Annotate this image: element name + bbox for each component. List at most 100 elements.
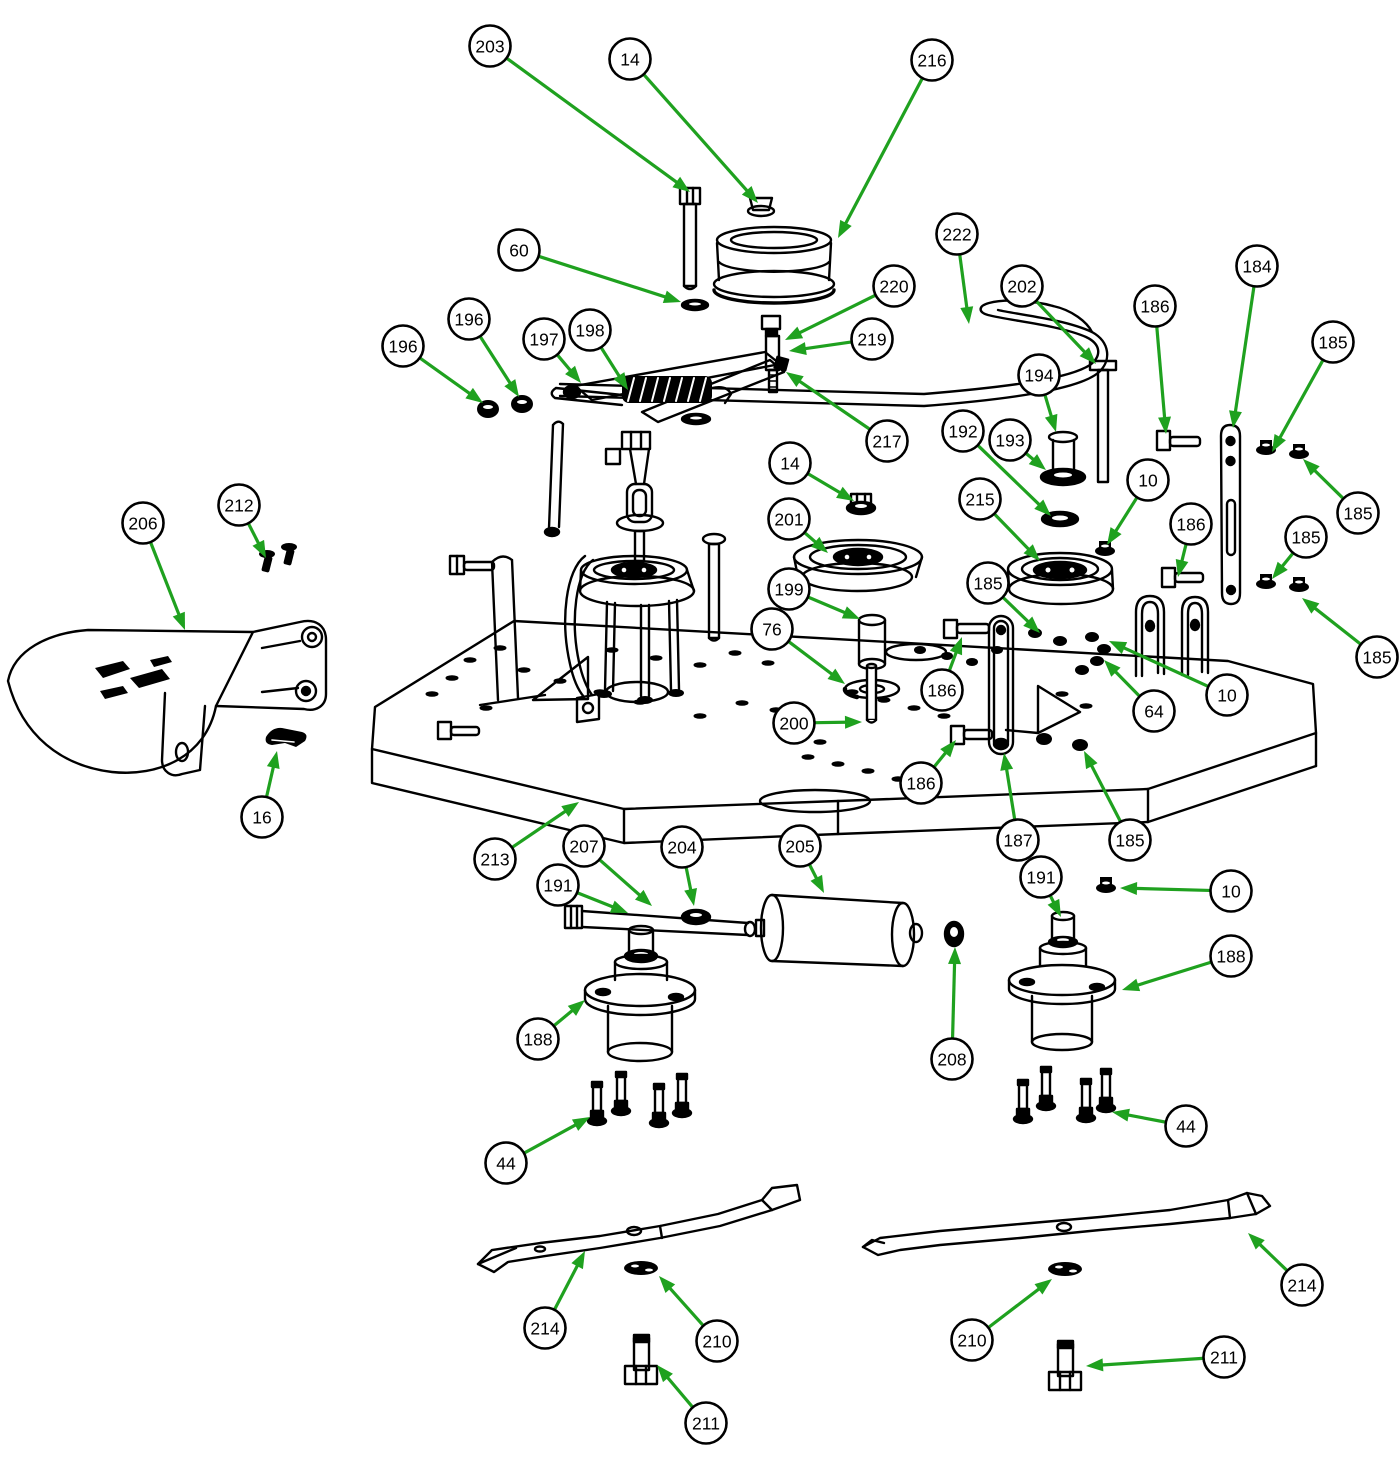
callout-76[interactable]: 76 bbox=[750, 607, 846, 685]
callout-circle[interactable] bbox=[865, 419, 909, 463]
callout-186[interactable]: 186 bbox=[1169, 502, 1213, 578]
callout-210[interactable]: 210 bbox=[950, 1279, 1053, 1362]
callout-222[interactable]: 222 bbox=[935, 212, 979, 325]
callout-206[interactable]: 206 bbox=[121, 501, 186, 631]
callout-14[interactable]: 14 bbox=[768, 441, 855, 502]
callout-circle[interactable] bbox=[1205, 673, 1249, 717]
callout-circle[interactable] bbox=[966, 561, 1010, 605]
callout-circle[interactable] bbox=[767, 567, 811, 611]
callout-circle[interactable] bbox=[988, 418, 1032, 462]
callout-186[interactable]: 186 bbox=[1133, 284, 1177, 435]
callout-10[interactable]: 10 bbox=[1109, 641, 1249, 717]
callout-circle[interactable] bbox=[217, 483, 261, 527]
callout-circle[interactable] bbox=[497, 228, 541, 272]
callout-185[interactable]: 185 bbox=[1303, 459, 1380, 535]
callout-circle[interactable] bbox=[473, 837, 517, 881]
callout-circle[interactable] bbox=[768, 441, 812, 485]
callout-circle[interactable] bbox=[850, 317, 894, 361]
callout-circle[interactable] bbox=[121, 501, 165, 545]
callout-185[interactable]: 185 bbox=[1272, 515, 1328, 580]
callout-circle[interactable] bbox=[767, 497, 811, 541]
callout-211[interactable]: 211 bbox=[1086, 1335, 1246, 1379]
callout-circle[interactable] bbox=[1000, 264, 1044, 308]
callout-210[interactable]: 210 bbox=[659, 1276, 739, 1363]
callout-circle[interactable] bbox=[522, 317, 566, 361]
callout-193[interactable]: 193 bbox=[988, 418, 1047, 471]
callout-198[interactable]: 198 bbox=[568, 308, 629, 391]
callout-203[interactable]: 203 bbox=[468, 24, 691, 193]
callout-circle[interactable] bbox=[1336, 491, 1380, 535]
callout-202[interactable]: 202 bbox=[1000, 264, 1097, 365]
callout-216[interactable]: 216 bbox=[838, 38, 954, 239]
callout-188[interactable]: 188 bbox=[1122, 934, 1253, 992]
callout-185[interactable]: 185 bbox=[1272, 320, 1355, 453]
callout-186[interactable]: 186 bbox=[920, 637, 964, 712]
callout-circle[interactable] bbox=[1235, 244, 1279, 288]
callout-circle[interactable] bbox=[958, 477, 1002, 521]
callout-circle[interactable] bbox=[872, 264, 916, 308]
callout-circle[interactable] bbox=[1355, 635, 1399, 679]
callout-circle[interactable] bbox=[1132, 689, 1176, 733]
callout-60[interactable]: 60 bbox=[497, 228, 682, 303]
callout-64[interactable]: 64 bbox=[1104, 660, 1176, 733]
callout-circle[interactable] bbox=[240, 795, 284, 839]
callout-circle[interactable] bbox=[1169, 502, 1213, 546]
callout-185[interactable]: 185 bbox=[1084, 751, 1152, 862]
callout-185[interactable]: 185 bbox=[966, 561, 1041, 634]
callout-214[interactable]: 214 bbox=[523, 1251, 586, 1350]
callout-44[interactable]: 44 bbox=[1112, 1104, 1208, 1148]
callout-circle[interactable] bbox=[920, 668, 964, 712]
callout-201[interactable]: 201 bbox=[767, 497, 829, 554]
callout-219[interactable]: 219 bbox=[789, 317, 894, 361]
callout-circle[interactable] bbox=[1209, 869, 1253, 913]
callout-205[interactable]: 205 bbox=[778, 824, 825, 894]
callout-circle[interactable] bbox=[772, 701, 816, 745]
callout-circle[interactable] bbox=[562, 824, 606, 868]
callout-circle[interactable] bbox=[447, 297, 491, 341]
callout-200[interactable]: 200 bbox=[772, 701, 863, 745]
callout-186[interactable]: 186 bbox=[899, 740, 957, 805]
callout-circle[interactable] bbox=[1164, 1104, 1208, 1148]
callout-circle[interactable] bbox=[484, 1141, 528, 1185]
callout-circle[interactable] bbox=[899, 761, 943, 805]
callout-circle[interactable] bbox=[523, 1306, 567, 1350]
callout-191[interactable]: 191 bbox=[1019, 855, 1063, 918]
callout-196[interactable]: 196 bbox=[381, 324, 484, 404]
callout-184[interactable]: 184 bbox=[1229, 244, 1279, 429]
callout-208[interactable]: 208 bbox=[930, 947, 974, 1081]
callout-circle[interactable] bbox=[1017, 353, 1061, 397]
callout-circle[interactable] bbox=[695, 1319, 739, 1363]
callout-217[interactable]: 217 bbox=[786, 372, 909, 463]
callout-10[interactable]: 10 bbox=[1120, 869, 1253, 913]
callout-207[interactable]: 207 bbox=[562, 824, 653, 907]
callout-16[interactable]: 16 bbox=[240, 751, 284, 839]
callout-circle[interactable] bbox=[468, 24, 512, 68]
callout-10[interactable]: 10 bbox=[1107, 458, 1170, 546]
callout-circle[interactable] bbox=[1108, 818, 1152, 862]
callout-circle[interactable] bbox=[1019, 855, 1063, 899]
callout-circle[interactable] bbox=[1311, 320, 1355, 364]
callout-204[interactable]: 204 bbox=[660, 825, 704, 907]
callout-211[interactable]: 211 bbox=[657, 1365, 728, 1445]
callout-212[interactable]: 212 bbox=[217, 483, 267, 559]
callout-circle[interactable] bbox=[935, 212, 979, 256]
callout-circle[interactable] bbox=[608, 37, 652, 81]
callout-197[interactable]: 197 bbox=[522, 317, 582, 384]
callout-circle[interactable] bbox=[516, 1017, 560, 1061]
callout-188[interactable]: 188 bbox=[516, 1000, 586, 1061]
callout-circle[interactable] bbox=[568, 308, 612, 352]
callout-circle[interactable] bbox=[778, 824, 822, 868]
callout-191[interactable]: 191 bbox=[536, 863, 629, 914]
callout-213[interactable]: 213 bbox=[473, 802, 580, 881]
callout-14[interactable]: 14 bbox=[608, 37, 759, 204]
callout-circle[interactable] bbox=[536, 863, 580, 907]
callout-214[interactable]: 214 bbox=[1248, 1233, 1324, 1307]
callout-circle[interactable] bbox=[1280, 1263, 1324, 1307]
callout-circle[interactable] bbox=[1202, 1335, 1246, 1379]
callout-194[interactable]: 194 bbox=[1017, 353, 1061, 433]
callout-circle[interactable] bbox=[684, 1401, 728, 1445]
callout-circle[interactable] bbox=[941, 409, 985, 453]
callout-215[interactable]: 215 bbox=[958, 477, 1041, 562]
callout-circle[interactable] bbox=[996, 818, 1040, 862]
callout-circle[interactable] bbox=[1284, 515, 1328, 559]
